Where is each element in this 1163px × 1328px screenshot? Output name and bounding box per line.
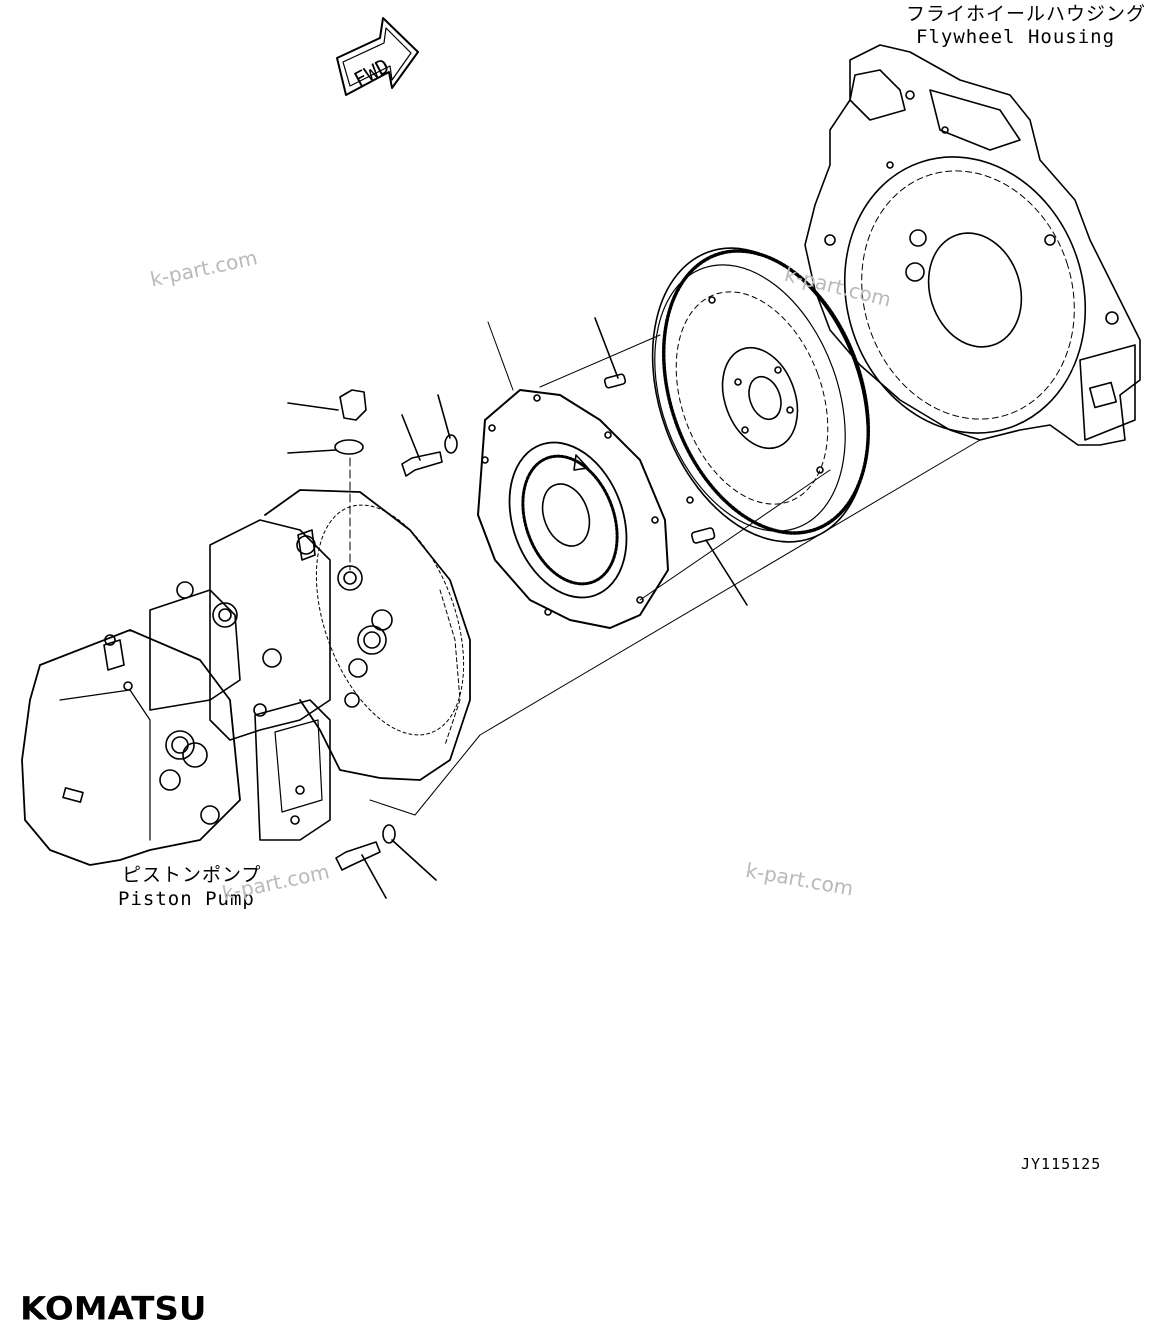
o-ring [287,439,364,571]
fwd-arrow-label: FWD [350,54,393,92]
flywheel-housing-label-jp: フライホイールハウジング [906,3,1147,25]
dowel-pin-upper [594,317,627,389]
assembly-guide-lines [369,321,981,816]
flywheel-housing [804,44,1141,446]
bolt-lower [335,841,387,899]
piston-pump-label-jp: ピストンポンプ [122,864,262,886]
piston-pump-label-en: Piston Pump [118,888,255,910]
pump-flange-detail [315,504,465,736]
drawing-code: JY115125 [1021,1155,1102,1173]
damper-plate [477,389,669,629]
washer-lower [382,824,437,881]
dowel-pin-lower [690,527,748,606]
flywheel-housing-label-en: Flywheel Housing [916,26,1116,48]
fwd-arrow-icon: FWD [336,17,419,96]
bolt-upper [401,414,443,477]
komatsu-logo: KOMATSU [20,1290,207,1328]
flywheel [651,247,871,543]
piston-pump [21,489,471,866]
fitting [287,389,367,421]
washer-upper [437,394,458,454]
